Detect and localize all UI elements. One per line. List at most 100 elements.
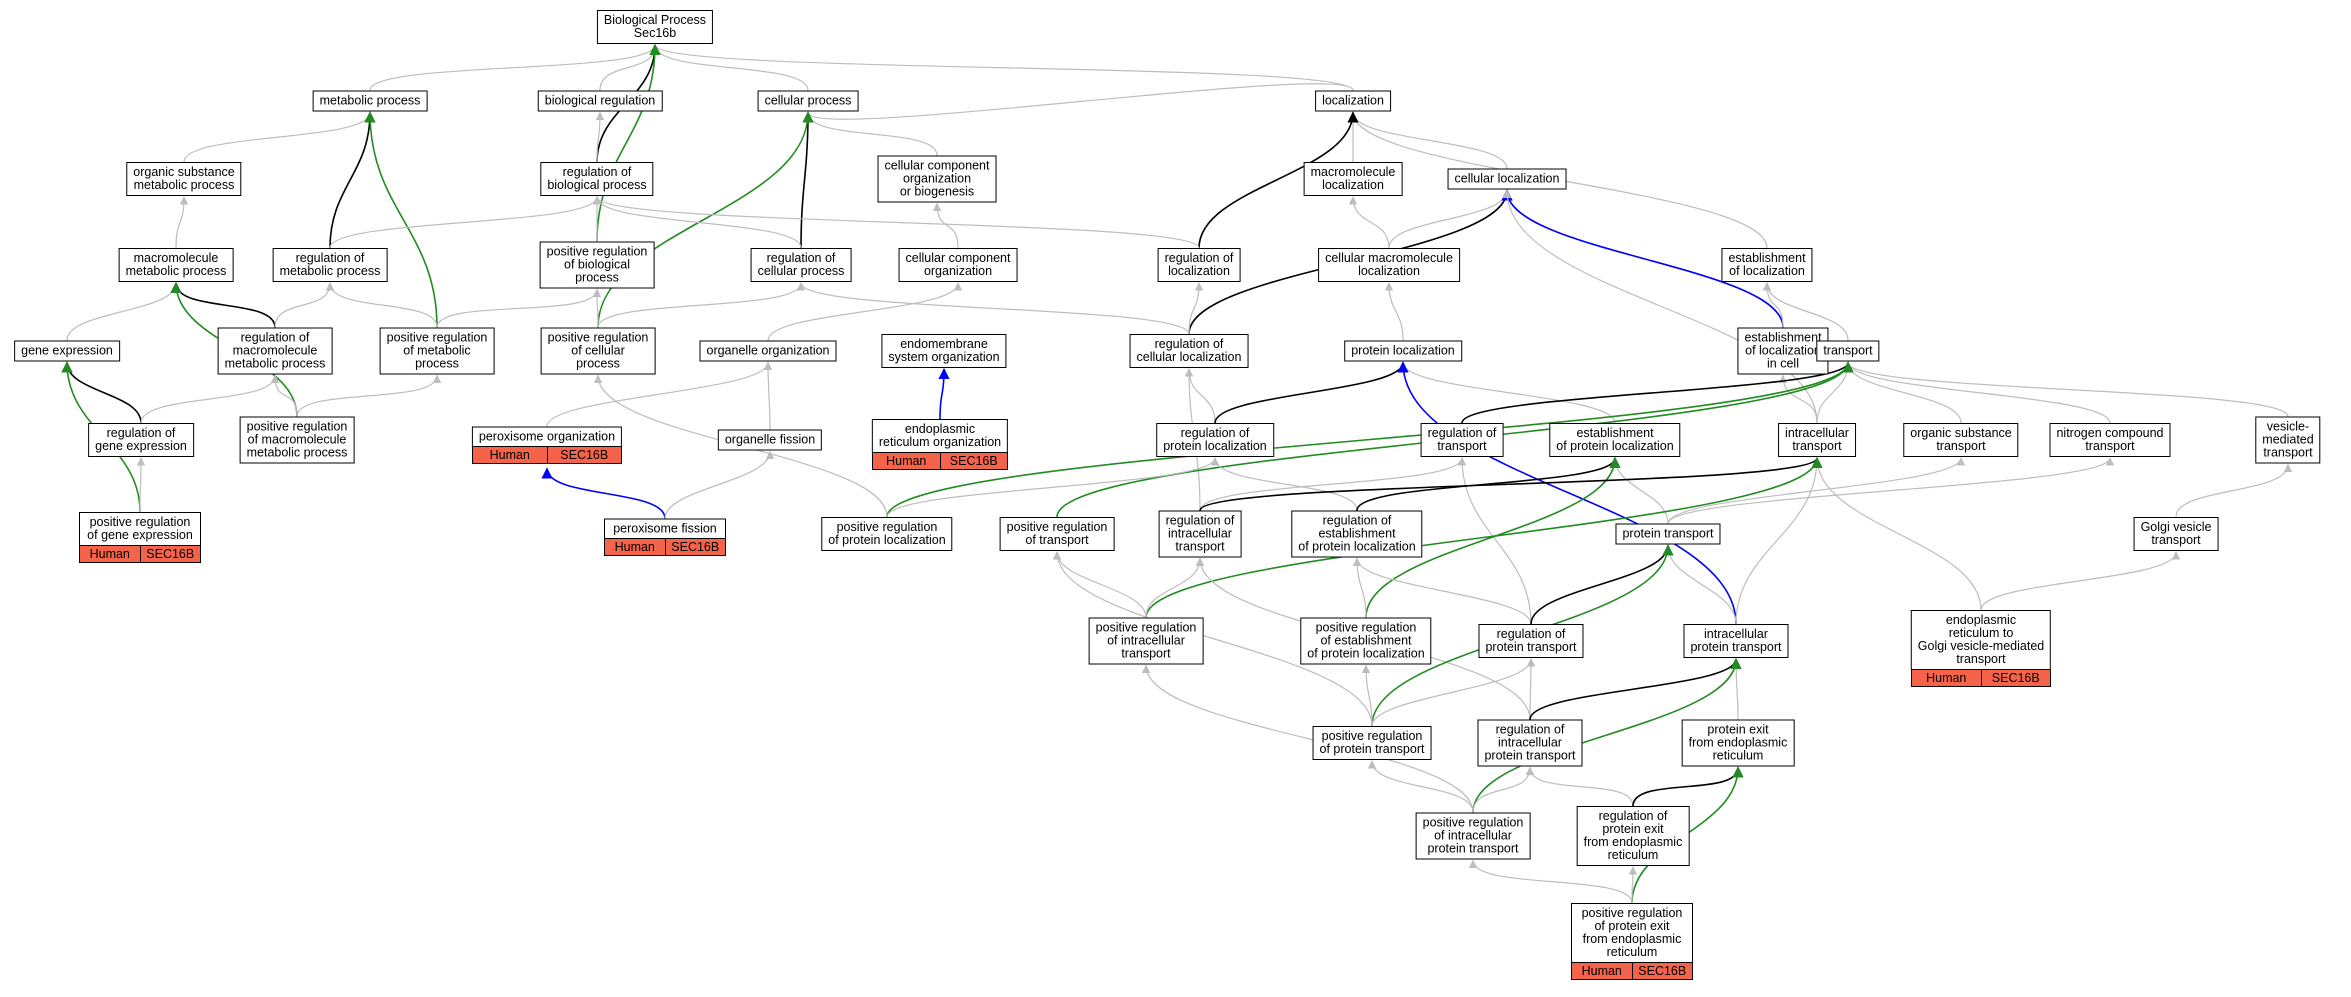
edge-intraprot-to-protloc (1397, 361, 1737, 625)
go-term-protexit: protein exit from endoplasmic reticulum (1681, 719, 1795, 767)
go-term-bp: Biological Process Sec16b (596, 10, 714, 44)
edge-posregmacro-to-posregmet (296, 374, 442, 417)
edge-regintraprot-to-intraprot (1529, 657, 1742, 720)
go-term-endomem: endomembrane system organization (881, 334, 1007, 368)
edge-posregprotexit-to-regprotexit (1628, 866, 1638, 904)
go-term-regprotexit: regulation of protein exit from endoplas… (1576, 806, 1690, 866)
edge-transport-to-estloc (1762, 282, 1849, 341)
go-term-intratrans: intracellular transport (1778, 423, 1856, 457)
annotation-badge: Human SEC16B (604, 538, 726, 556)
go-term-estlocincell: establishment of localization in cell (1737, 327, 1829, 375)
go-term-orgsub: organic substance metabolic process (126, 162, 242, 196)
go-term-regloc: regulation of localization (1157, 248, 1241, 282)
edge-posregintraprot-to-regintraprot (1472, 766, 1535, 813)
edge-posregprottrans-to-posregest (1361, 664, 1373, 727)
go-term-perorg: peroxisome organization (471, 426, 623, 448)
gene-label: SEC16B (939, 452, 1008, 469)
edge-posregmet-to-posregbio (436, 288, 602, 328)
species-label: Human (1926, 670, 1967, 685)
go-term-intraprot: intracellular protein transport (1683, 624, 1789, 658)
edge-posregcell-to-regcell (597, 282, 806, 328)
edge-regge-to-regmacromet (140, 374, 280, 424)
go-term-orgorg: organelle organization (699, 340, 837, 362)
go-term-macromet: macromolecule metabolic process (118, 248, 234, 282)
edge-perfis-to-perorg (541, 467, 666, 519)
edge-posregintra-to-regintra (1145, 557, 1205, 618)
edge-regprotloc-to-regcellloc (1184, 368, 1216, 424)
edge-macromet-to-orgsub (175, 196, 189, 249)
species-label: Human (614, 540, 655, 554)
edge-orgsub-to-metabolic (183, 111, 375, 163)
edge-regloc-to-localization (1198, 111, 1359, 249)
gene-label: SEC16B (1980, 669, 2051, 686)
go-term-regprotloc: regulation of protein localization (1156, 423, 1274, 457)
go-term-posregintraprot: positive regulation of intracellular pro… (1415, 812, 1531, 860)
edge-perorg-to-orgorg (546, 361, 773, 427)
edge-regprottrans-to-regtrans (1457, 457, 1532, 625)
edge-regprotloc-to-protloc (1214, 361, 1409, 424)
edge-posregbio-to-bp (596, 43, 661, 242)
go-term-prottrans: protein transport (1615, 523, 1721, 545)
edge-regintraprot-to-regprottrans (1526, 658, 1536, 720)
edge-regintra-to-intratrans (1199, 456, 1823, 512)
species-label: Human (886, 453, 927, 468)
edge-regestprot-to-regprotloc (1210, 457, 1358, 511)
edge-cellproc-to-bp (650, 44, 809, 91)
edge-regprotexit-to-regintraprot (1525, 766, 1634, 807)
edge-intratrans-to-estlocincell (1778, 374, 1818, 424)
go-term-regge: regulation of gene expression (88, 423, 194, 457)
edge-posregcell-to-posregbio (592, 288, 602, 328)
species-label: Human (89, 546, 130, 561)
go-term-orgsubtrans: organic substance transport (1903, 423, 2019, 457)
edge-posregprottrans-to-posregtrans (1052, 551, 1373, 727)
go-term-regprottrans: regulation of protein transport (1478, 624, 1584, 658)
go-term-regcellloc: regulation of cellular localization (1129, 334, 1249, 368)
edge-posregest-to-estprotloc (1365, 456, 1621, 618)
edge-orgorg-to-cco (767, 282, 963, 341)
edge-posregprotexit-to-posregintraprot (1468, 859, 1633, 904)
go-term-posregest: positive regulation of establishment of … (1300, 617, 1432, 665)
edge-intraprot-to-intratrans (1735, 457, 1822, 625)
edge-posregintra-to-intratrans (1145, 456, 1823, 618)
edge-prottrans-to-nitro (1667, 457, 2115, 524)
go-term-posregprotloc: positive regulation of protein localizat… (821, 517, 953, 551)
edge-localization-to-bp (650, 44, 1354, 92)
go-term-regmacromet: regulation of macromolecule metabolic pr… (217, 327, 333, 375)
go-term-ccob: cellular component organization or bioge… (877, 155, 997, 203)
edge-regbio-to-bioreg (595, 111, 605, 163)
edge-regmet-to-metabolic (329, 111, 376, 249)
go-term-golgives: Golgi vesicle transport (2133, 517, 2219, 551)
edge-golgives-to-vesmed (2175, 463, 2293, 518)
edge-intratrans-to-cellloc (1502, 189, 1818, 424)
edge-posregintraprot-to-posregintra (1141, 664, 1474, 813)
gene-label: SEC16B (664, 539, 726, 555)
edge-estlocincell-to-estloc (1762, 282, 1784, 328)
go-term-protloc: protein localization (1344, 340, 1462, 362)
go-term-cellloc: cellular localization (1447, 168, 1567, 190)
go-term-vesmed: vesicle-mediated transport (2255, 416, 2321, 464)
go-term-posregmacro: positive regulation of macromolecule met… (239, 416, 355, 464)
edge-posregprotloc-to-regprotloc (886, 457, 1220, 518)
go-term-bioreg: biological regulation (537, 90, 663, 112)
annotation-badge: Human SEC16B (1911, 668, 2051, 687)
go-term-perfis: peroxisome fission (604, 518, 726, 540)
edge-regmacromet-to-regmet (274, 282, 335, 328)
edge-posregmet-to-metabolic (364, 111, 438, 328)
edge-regmet-to-regbio (329, 196, 602, 249)
gene-label: SEC16B (1631, 962, 1693, 979)
edge-regestprot-to-estprotloc (1356, 456, 1621, 511)
edge-posregprottrans-to-regprottrans (1371, 658, 1536, 727)
go-term-macroloc: macromolecule localization (1303, 162, 1403, 196)
edge-regprottrans-to-regestprot (1352, 557, 1532, 625)
go-term-regestprot: regulation of establishment of protein l… (1291, 510, 1423, 558)
gene-label: SEC16B (139, 545, 201, 562)
edge-posregintraprot-to-intraprot (1472, 657, 1742, 813)
go-term-regtrans: regulation of transport (1420, 423, 1504, 457)
edge-cellmacroloc-to-macroloc (1348, 196, 1390, 249)
go-term-cellproc: cellular process (757, 90, 859, 112)
edge-nitro-to-transport (1843, 361, 2111, 424)
go-term-posregintra: positive regulation of intracellular tra… (1088, 617, 1204, 665)
